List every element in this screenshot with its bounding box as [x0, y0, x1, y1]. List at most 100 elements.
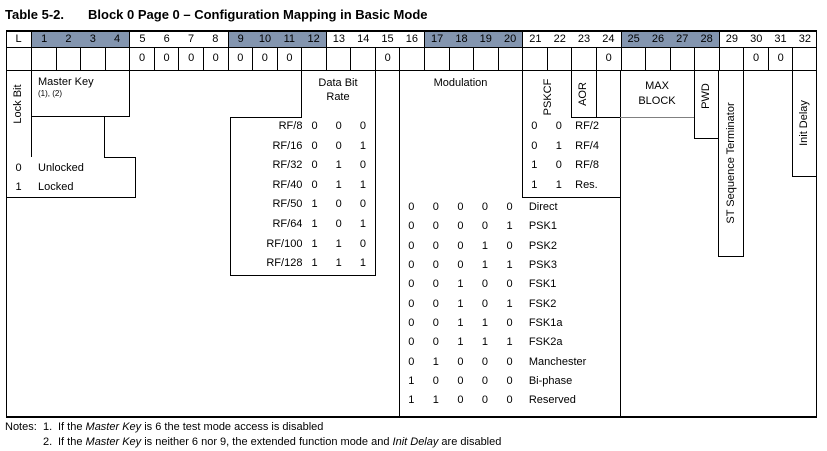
preset-bit-cell — [669, 48, 695, 70]
bit-number: 17 — [431, 33, 444, 45]
modulation-bit: 0 — [506, 278, 513, 291]
modulation-bit: 0 — [432, 239, 439, 252]
preset-bit-cell: 0 — [153, 48, 179, 70]
data-bit-rate-bit: 1 — [359, 178, 366, 191]
modulation-title: Modulation — [433, 77, 488, 89]
bit-number: 9 — [237, 33, 244, 45]
modulation-label: FSK2 — [528, 297, 557, 310]
bit-number: 29 — [725, 33, 739, 45]
data-bit-rate-title-line1: Data Bit — [318, 77, 358, 89]
modulation-bit: 0 — [506, 394, 513, 407]
data-bit-rate-code-label: RF/64 — [272, 217, 303, 230]
note-number: 2. — [43, 436, 53, 448]
modulation-bit: 1 — [408, 375, 415, 388]
note-italic-term: Init Delay — [392, 436, 439, 448]
modulation-bit: 1 — [457, 336, 464, 349]
table-caption-number: Table 5-2. — [5, 7, 65, 22]
modulation-label: FSK1 — [528, 278, 557, 291]
data-bit-rate-bit: 1 — [311, 257, 318, 270]
data-bit-rate-right-edge — [375, 71, 376, 275]
modulation-bit: 1 — [457, 297, 464, 310]
preset-bit-cell: 0 — [595, 48, 621, 70]
modulation-bit: 0 — [432, 259, 439, 272]
modulation-bit: 0 — [481, 278, 489, 291]
data-bit-rate-bit: 0 — [359, 198, 366, 211]
bit-number: 22 — [553, 33, 566, 45]
data-bit-rate-left-edge — [301, 71, 302, 117]
st-terminator-right-edge — [743, 71, 744, 256]
preset-bit-cell — [792, 48, 817, 70]
modulation-bit: 1 — [457, 278, 464, 291]
bit-number: 25 — [627, 33, 640, 45]
modulation-bit: 0 — [408, 317, 415, 330]
modulation-bit: 0 — [457, 239, 464, 252]
modulation-label: FSK2a — [528, 336, 563, 349]
preset-bit-cell — [473, 48, 498, 70]
modulation-bit: 0 — [408, 201, 415, 213]
max-block-line2: BLOCK — [638, 95, 676, 107]
data-bit-rate-bit: 1 — [311, 237, 318, 250]
modulation-bit: 0 — [506, 355, 513, 368]
st-sequence-terminator-label: ST Sequence Terminator — [725, 102, 737, 224]
bit-number: 2 — [65, 33, 72, 45]
lock-legend-label: Unlocked — [38, 162, 84, 174]
modulation-bit: 1 — [432, 394, 439, 407]
modulation-bit: 0 — [506, 239, 513, 252]
modulation-bit: 0 — [408, 355, 415, 368]
bit-number: 11 — [283, 33, 295, 45]
preset-bit-cell — [31, 48, 56, 70]
data-bit-rate-bit: 1 — [335, 178, 342, 191]
bit-number: 6 — [163, 33, 170, 45]
max-block-line1: MAX — [645, 80, 669, 92]
bit-number: 12 — [307, 33, 320, 45]
preset-bit-cell — [620, 48, 646, 70]
preset-bit-cell — [694, 48, 719, 70]
preset-bit-cell — [399, 48, 424, 70]
max-block-bottom-edge — [620, 117, 694, 118]
preset-bit-cell — [424, 48, 449, 70]
modulation-label: PSK2 — [528, 239, 557, 252]
preset-bit-cell — [104, 48, 130, 70]
preset-bit-cell — [55, 48, 81, 70]
note-italic-term: Master Key — [85, 421, 142, 433]
modulation-bit: 0 — [457, 394, 464, 407]
bit-number: 5 — [139, 33, 146, 45]
bit-number: 15 — [381, 33, 394, 45]
lock-legend-value: 1 — [15, 181, 22, 193]
rf-box-left-edge — [230, 117, 231, 275]
data-bit-rate-bit: 0 — [311, 178, 318, 191]
modulation-bit: 0 — [408, 297, 415, 310]
data-bit-rate-bit: 0 — [359, 237, 366, 250]
preset-bit-cell — [80, 48, 105, 70]
data-bit-rate-bit: 1 — [335, 159, 342, 172]
data-bit-rate-bit: 1 — [311, 198, 318, 211]
modulation-bit: 0 — [408, 220, 415, 233]
data-bit-rate-title-line2: Rate — [326, 91, 350, 103]
data-bit-rate-code-label: RF/32 — [272, 159, 303, 172]
table-bottom-border — [6, 416, 817, 418]
pskcf-bit: 0 — [555, 159, 562, 172]
modulation-bit: 0 — [506, 201, 513, 213]
data-bit-rate-bit: 1 — [359, 257, 366, 270]
modulation-bit: 0 — [432, 317, 439, 330]
modulation-bit: 0 — [481, 375, 489, 388]
modulation-label: Bi-phase — [528, 375, 573, 388]
table-left-border — [6, 31, 7, 418]
modulation-bit: 1 — [506, 220, 513, 233]
preset-bit-cell: 0 — [129, 48, 154, 70]
preset-bit-cell — [350, 48, 375, 70]
data-bit-rate-bit: 0 — [311, 120, 318, 132]
pskcf-bit: 0 — [531, 120, 538, 132]
pskcf-value-label: RF/4 — [575, 139, 599, 152]
bit-number: 18 — [455, 33, 468, 45]
table-right-border — [816, 31, 817, 418]
note-text: If the Master Key is neither 6 nor 9, th… — [58, 436, 501, 448]
pskcf-value-label: RF/8 — [575, 159, 599, 172]
pskcf-table-bottom-edge — [522, 197, 620, 198]
